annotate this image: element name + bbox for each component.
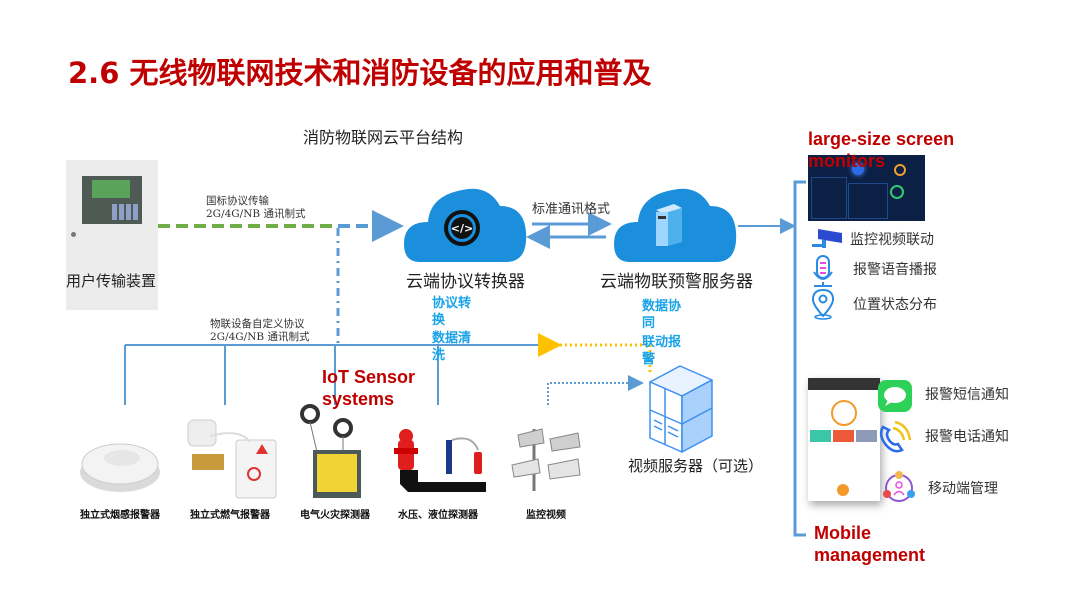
warning-note-linkage: 联动报警 bbox=[642, 335, 682, 367]
slide-title: 2.6 无线物联网技术和消防设备的应用和普及 bbox=[68, 56, 652, 90]
terminals-bracket bbox=[793, 180, 806, 537]
dashboard-ring-orange bbox=[894, 164, 906, 176]
national-protocol-label: 国标协议传输 bbox=[206, 195, 269, 207]
gas-alarm-icon bbox=[187, 419, 277, 499]
device-lock bbox=[71, 232, 76, 237]
mobile-section-label: Mobile management bbox=[814, 523, 926, 565]
large-screen-section-label: large-size screen monitors bbox=[808, 129, 955, 171]
sensor-electrical-fire[interactable]: 电气火灾探测器 bbox=[295, 402, 375, 521]
mobile-tile-red bbox=[833, 430, 854, 442]
cctv-camera-icon bbox=[511, 428, 581, 491]
sensor-water-pressure[interactable]: 水压、液位探测器 bbox=[388, 420, 488, 521]
sensor-smoke-detector[interactable]: 独立式烟感报警器 bbox=[70, 420, 170, 521]
iot-protocol-network: 2G/4G/NB 通讯制式 bbox=[210, 331, 310, 343]
cloud-converter-label: 云端协议转换器 bbox=[406, 272, 525, 292]
feature-location-status: 位置状态分布 bbox=[853, 297, 937, 313]
sensor-label: 水压、液位探测器 bbox=[398, 510, 478, 521]
sensor-gas-alarm[interactable]: 独立式燃气报警器 bbox=[180, 418, 280, 521]
iot-protocol-label: 物联设备自定义协议 bbox=[210, 318, 305, 330]
smoke-detector-icon bbox=[80, 443, 160, 492]
standard-format-label: 标准通讯格式 bbox=[532, 202, 611, 217]
dashboard-ring-green bbox=[890, 185, 904, 199]
converter-note-protocol: 协议转换 bbox=[432, 296, 472, 328]
feature-phone-alert: 报警电话通知 bbox=[925, 429, 1009, 445]
mobile-tab-center bbox=[837, 484, 849, 496]
user-transmission-device[interactable] bbox=[66, 160, 158, 310]
large-screen-dashboard[interactable] bbox=[808, 155, 925, 221]
mobile-header bbox=[808, 378, 880, 390]
feature-sms-alert: 报警短信通知 bbox=[925, 387, 1009, 403]
sensor-label: 独立式烟感报警器 bbox=[80, 510, 160, 521]
iot-sensor-systems-label: IoT Sensor systems bbox=[322, 367, 416, 409]
video-server-label: 视频服务器（可选） bbox=[628, 457, 764, 475]
sensor-label: 监控视频 bbox=[526, 510, 566, 521]
diagram-title: 消防物联网云平台结构 bbox=[303, 128, 464, 147]
electrical-fire-detector-icon bbox=[300, 404, 361, 498]
sensor-cctv[interactable]: 监控视频 bbox=[508, 425, 584, 521]
feature-voice-broadcast: 报警语音播报 bbox=[853, 262, 937, 278]
device-keypad bbox=[112, 204, 138, 220]
device-screen bbox=[92, 180, 130, 198]
dashboard-globe bbox=[852, 163, 864, 175]
camera-video-link bbox=[547, 375, 644, 405]
sensor-label: 独立式燃气报警器 bbox=[190, 510, 270, 521]
national-protocol-network: 2G/4G/NB 通讯制式 bbox=[206, 208, 306, 220]
mobile-app-screenshot[interactable] bbox=[808, 378, 880, 501]
sensor-label: 电气火灾探测器 bbox=[300, 510, 370, 521]
yellow-dotted-link bbox=[538, 333, 652, 372]
water-pressure-detector-icon bbox=[394, 429, 486, 492]
converter-note-cleaning: 数据清洗 bbox=[432, 331, 472, 363]
dashboard-panel bbox=[811, 177, 847, 219]
mobile-tile-gray bbox=[856, 430, 877, 442]
dashboard-panel bbox=[848, 183, 888, 219]
device-panel bbox=[82, 176, 142, 224]
feature-mobile-management: 移动端管理 bbox=[928, 481, 998, 497]
feature-video-linkage: 监控视频联动 bbox=[850, 232, 934, 248]
user-device-label: 用户传输装置 bbox=[66, 272, 157, 290]
mobile-tile-green bbox=[810, 430, 831, 442]
warning-note-sync: 数据协同 bbox=[642, 299, 682, 331]
mobile-ring bbox=[831, 400, 857, 426]
cloud-warning-server-label: 云端物联预警服务器 bbox=[600, 272, 753, 292]
